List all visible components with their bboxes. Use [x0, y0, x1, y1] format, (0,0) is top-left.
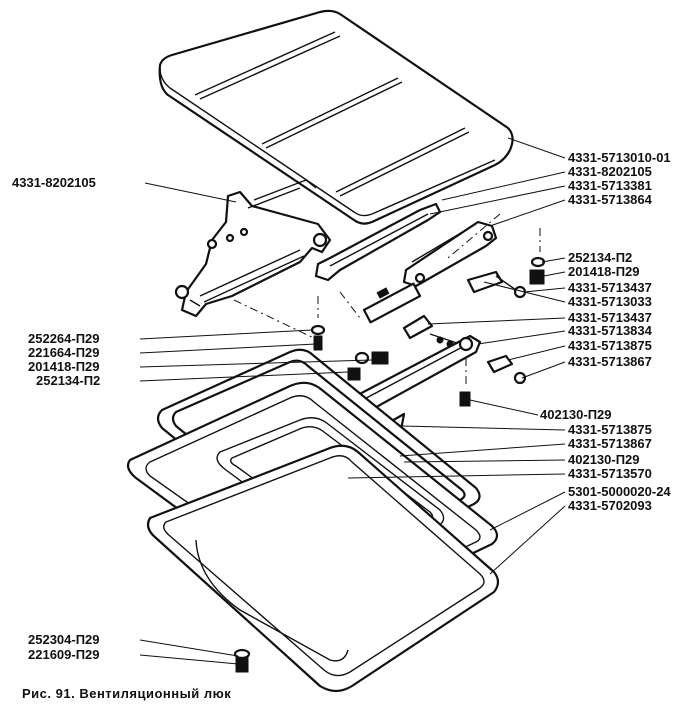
label-4331-5713867-b: 4331-5713867: [568, 436, 652, 451]
leader-lines-right: [347, 137, 566, 575]
label-252134-p2-left: 252134-П2: [36, 373, 101, 388]
leader-lines-left: [139, 182, 373, 665]
right-hinge-plate: [402, 220, 498, 288]
label-4331-5713381: 4331-5713381: [568, 178, 652, 193]
label-4331-5713875-b: 4331-5713875: [568, 422, 652, 437]
outer-base-frame: [146, 444, 500, 693]
label-252304-p29: 252304-П29: [28, 632, 100, 647]
label-4331-8202105-left: 4331-8202105: [12, 175, 96, 190]
label-4331-5713867-a: 4331-5713867: [568, 354, 652, 369]
label-4331-5713875-a: 4331-5713875: [568, 338, 652, 353]
label-5301-5000020-24: 5301-5000020-24: [568, 484, 671, 499]
label-221664-p29: 221664-П29: [28, 345, 100, 360]
label-252264-p29: 252264-П29: [28, 331, 100, 346]
label-4331-5713437-b: 4331-5713437: [568, 310, 652, 325]
label-4331-5713834: 4331-5713834: [568, 323, 652, 338]
label-4331-5713437-a: 4331-5713437: [568, 280, 652, 295]
label-4331-5702093: 4331-5702093: [568, 498, 652, 513]
figure-number: Рис. 91.: [22, 686, 76, 701]
label-4331-5713864: 4331-5713864: [568, 192, 652, 207]
label-4331-5713033: 4331-5713033: [568, 294, 652, 309]
figure-caption: Рис. 91. Вентиляционный люк: [22, 686, 231, 701]
label-4331-5713570: 4331-5713570: [568, 466, 652, 481]
label-402130-p29-b: 402130-П29: [568, 452, 640, 467]
left-hinge: [174, 179, 332, 318]
bottom-fastener: [233, 648, 251, 673]
left-fasteners: [310, 256, 546, 381]
label-402130-p29-a: 402130-П29: [540, 407, 612, 422]
right-bracket: [314, 202, 442, 282]
label-221609-p29: 221609-П29: [28, 647, 100, 662]
center-lines: [233, 213, 541, 386]
label-252134-p2-right: 252134-П2: [568, 250, 633, 265]
label-4331-8202105-right: 4331-8202105: [568, 164, 652, 179]
label-4331-5713010-01: 4331-5713010-01: [568, 150, 671, 165]
spring-pins: [362, 270, 527, 407]
label-201418-p29-left: 201418-П29: [28, 359, 100, 374]
label-201418-p29-right: 201418-П29: [568, 264, 640, 279]
figure-title: Вентиляционный люк: [79, 686, 232, 701]
hatch-lid: [158, 9, 514, 225]
